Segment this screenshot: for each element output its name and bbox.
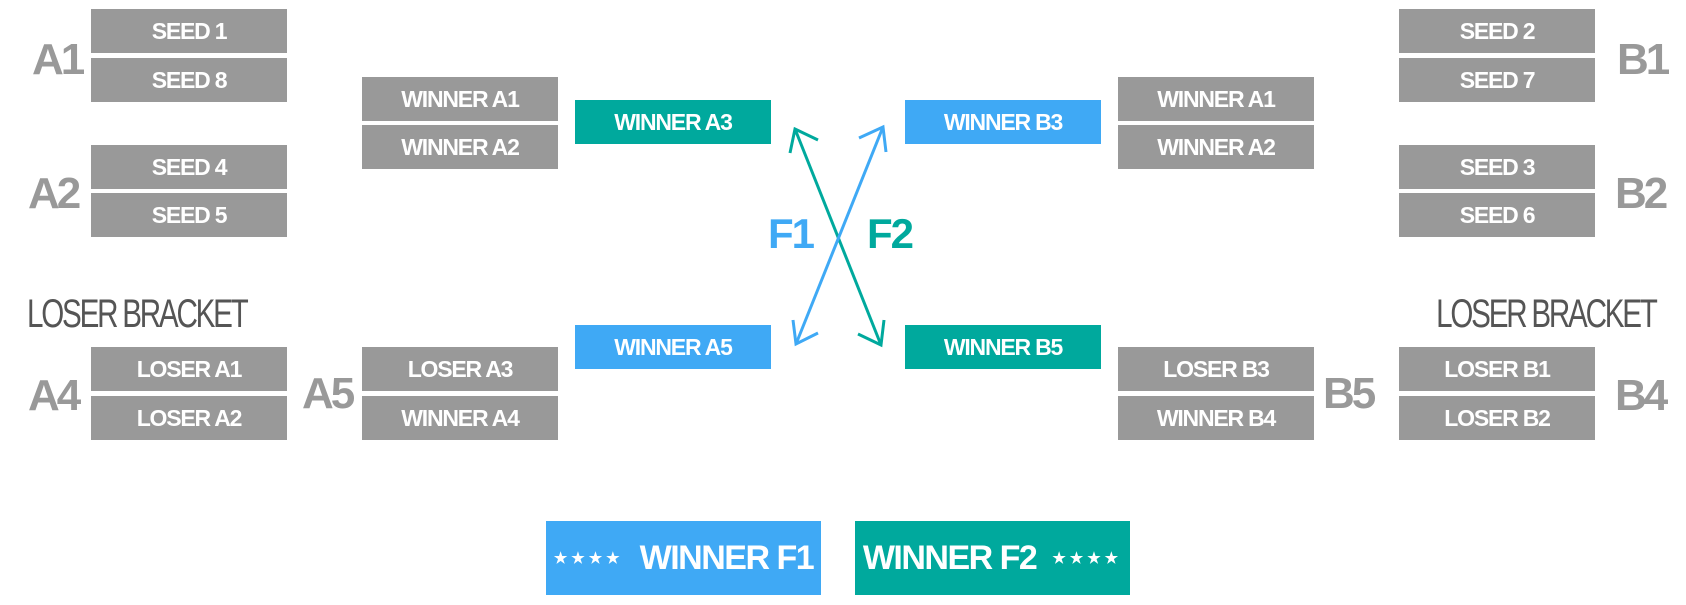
winner-a5-slot: WINNER A5 (575, 325, 771, 369)
stars-icon: ★★★★ (553, 550, 624, 567)
match-slot: WINNER A4 (362, 396, 558, 440)
match-slot: LOSER A1 (91, 347, 287, 391)
match-slot: LOSER A3 (362, 347, 558, 391)
group-label-b5: B5 (1323, 369, 1376, 418)
loser-bracket-heading-right: LOSER BRACKET (1436, 292, 1658, 336)
f2-label: F2 (867, 210, 914, 257)
group-label-b1: B1 (1617, 35, 1670, 84)
winner-a3-slot: WINNER A3 (575, 100, 771, 144)
stars-icon: ★★★★ (1052, 550, 1123, 567)
group-label-b2: B2 (1615, 169, 1668, 218)
winner-f1-label: WINNER F1 (639, 538, 815, 577)
match-slot: WINNER A2 (362, 125, 558, 169)
match-slot: LOSER B2 (1399, 396, 1595, 440)
match-slot: SEED 6 (1399, 193, 1595, 237)
match-slot: SEED 7 (1399, 58, 1595, 102)
winner-b3-slot: WINNER B3 (905, 100, 1101, 144)
group-label-a5: A5 (302, 369, 355, 418)
loser-bracket-heading-left: LOSER BRACKET (27, 292, 249, 336)
match-slot: SEED 4 (91, 145, 287, 189)
match-slot: LOSER B1 (1399, 347, 1595, 391)
match-slot: SEED 2 (1399, 9, 1595, 53)
winner-f2-label: WINNER F2 (862, 538, 1038, 577)
match-slot: LOSER A2 (91, 396, 287, 440)
match-slot: WINNER A2 (1118, 125, 1314, 169)
match-slot: SEED 8 (91, 58, 287, 102)
match-slot: SEED 5 (91, 193, 287, 237)
group-label-b4: B4 (1615, 371, 1668, 420)
winner-f2-banner: WINNER F2 ★★★★ (855, 521, 1130, 595)
group-label-a4: A4 (28, 371, 81, 420)
match-slot: WINNER B4 (1118, 396, 1314, 440)
match-slot: LOSER B3 (1118, 347, 1314, 391)
match-slot: WINNER A1 (1118, 77, 1314, 121)
group-label-a2: A2 (28, 169, 81, 218)
winner-f1-banner: ★★★★ WINNER F1 (546, 521, 821, 595)
f1-label: F1 (768, 210, 815, 257)
match-slot: SEED 3 (1399, 145, 1595, 189)
group-label-a1: A1 (32, 35, 85, 84)
winner-b5-slot: WINNER B5 (905, 325, 1101, 369)
match-slot: WINNER A1 (362, 77, 558, 121)
match-slot: SEED 1 (91, 9, 287, 53)
